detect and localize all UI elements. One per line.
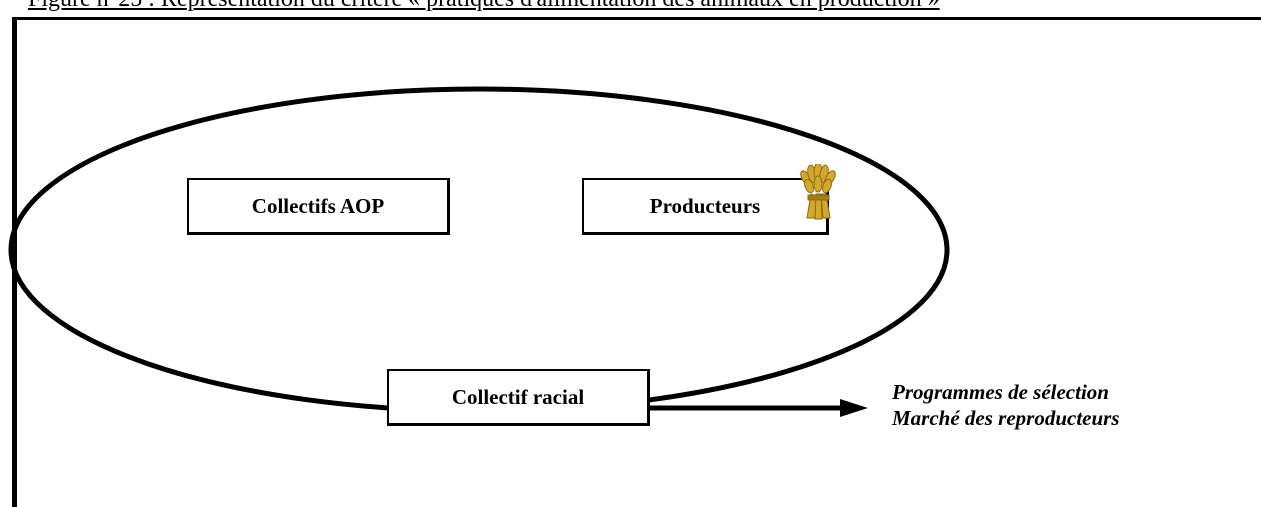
node-producteurs: Producteurs	[582, 178, 829, 235]
node-collectif-racial-label: Collectif racial	[451, 384, 585, 409]
frame-top-border	[12, 17, 1261, 20]
figure-caption: Figure n°25 : Représentation du critère …	[28, 0, 940, 13]
output-arrowhead	[840, 399, 868, 417]
wheat-sheaf-icon	[800, 164, 836, 220]
arrow-target-line-2: Marché des reproducteurs	[892, 406, 1120, 430]
arrow-target-line-1: Programmes de sélection	[892, 380, 1109, 404]
node-collectifs-aop-label: Collectifs AOP	[251, 193, 385, 218]
collective-ellipse	[8, 86, 950, 414]
node-producteurs-label: Producteurs	[649, 193, 761, 218]
node-collectif-racial: Collectif racial	[387, 369, 650, 426]
node-collectifs-aop: Collectifs AOP	[187, 178, 450, 235]
